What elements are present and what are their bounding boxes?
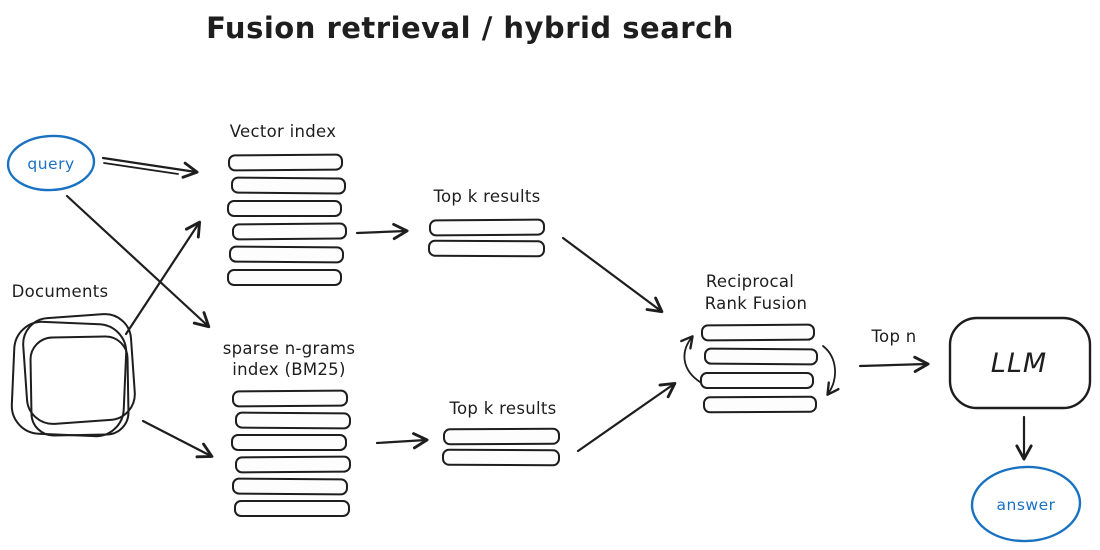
arrow-sparse-index-to-top-k	[375, 432, 429, 450]
query-ellipse	[6, 134, 96, 192]
arrow-query-to-vector-index	[101, 156, 199, 179]
fusion-bar	[700, 323, 816, 342]
vector-index-node: Vector index	[227, 122, 348, 286]
top-k-vector-node: Top k results	[427, 187, 546, 258]
diagram-title: Fusion retrieval / hybrid search	[206, 11, 734, 45]
llm-box	[948, 316, 1092, 410]
documents-node: Documents	[10, 282, 136, 438]
top-n-label: Top n	[870, 327, 916, 346]
arrow-query-to-vector-index-shaft	[103, 162, 179, 175]
arrow-top-k-sparse-to-rrf	[576, 381, 677, 453]
sparse-index-label-line2: index (BM25)	[232, 360, 345, 379]
result-bar	[427, 239, 546, 258]
index-bar	[234, 500, 350, 517]
query-label: query	[27, 155, 74, 173]
index-bar	[227, 153, 344, 172]
arrow-query-to-sparse-index	[65, 194, 211, 329]
index-bar	[234, 411, 352, 430]
arrow-vector-index-to-top-k	[355, 222, 409, 241]
fusion-bar	[700, 372, 814, 389]
arrow-documents-to-sparse-index	[141, 419, 214, 459]
rrf-node: Reciprocal Rank Fusion	[680, 272, 840, 414]
index-bar	[227, 200, 342, 217]
arrow-top-k-vector-to-rrf	[561, 236, 664, 314]
result-bar	[441, 448, 561, 467]
index-bar	[231, 222, 348, 241]
llm-node: LLM	[948, 316, 1092, 410]
arrow-documents-to-vector-index	[124, 220, 202, 336]
llm-label: LLM	[991, 348, 1047, 379]
answer-node: answer	[970, 465, 1082, 543]
index-bar	[227, 269, 342, 286]
documents-label: Documents	[12, 282, 109, 301]
sparse-index-node: sparse n-grams index (BM25)	[223, 339, 356, 517]
index-bar	[231, 434, 347, 451]
result-bar	[442, 427, 561, 446]
vector-index-label: Vector index	[230, 122, 337, 141]
sparse-index-label-line1: sparse n-grams	[223, 339, 356, 358]
result-bar	[428, 218, 546, 237]
top-k-vector-label: Top k results	[432, 187, 540, 206]
arrow-rrf-to-llm	[858, 355, 930, 373]
document-page	[22, 313, 136, 425]
top-k-sparse-node: Top k results	[441, 399, 561, 467]
index-bar	[231, 477, 349, 496]
index-bar	[230, 176, 347, 195]
diagram-arrows	[65, 156, 1033, 461]
top-k-sparse-label: Top k results	[448, 399, 556, 418]
rrf-label-line1: Reciprocal	[706, 272, 794, 291]
index-bar	[234, 455, 352, 474]
index-bar	[231, 389, 349, 408]
fusion-bar	[703, 347, 819, 366]
fusion-bar	[702, 395, 818, 414]
rrf-label-line2: Rank Fusion	[705, 294, 808, 313]
index-bar	[228, 245, 345, 264]
rerank-curve-right-arrow	[822, 345, 840, 396]
answer-label: answer	[997, 496, 1056, 514]
query-node: query	[6, 134, 96, 192]
document-page	[29, 335, 130, 437]
rerank-curve-left-arrow	[680, 335, 701, 383]
answer-ellipse	[970, 465, 1082, 543]
